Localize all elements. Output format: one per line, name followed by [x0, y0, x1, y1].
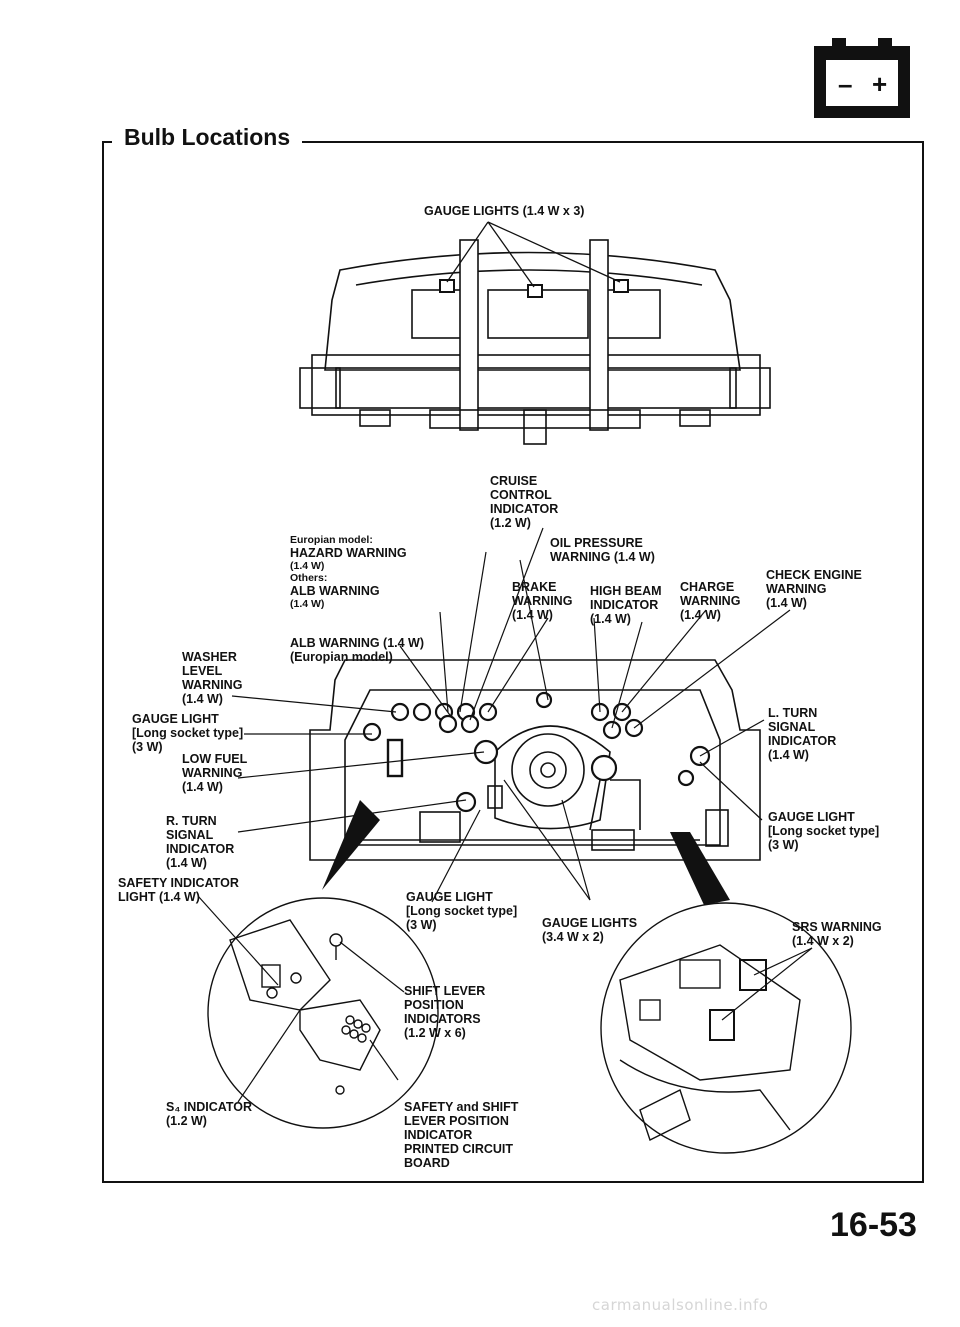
label-cruise-control: CRUISE CONTROL INDICATOR (1.2 W) [490, 474, 559, 530]
srs-indicator-inset [600, 902, 852, 1154]
label-oil-pressure: OIL PRESSURE WARNING (1.4 W) [550, 536, 655, 564]
label-alb-watt: (1.4 W) [290, 598, 325, 610]
zoom-wedges [322, 800, 730, 905]
label-gauge-lights-top: GAUGE LIGHTS (1.4 W x 3) [424, 204, 585, 218]
cluster-body [311, 354, 761, 416]
top-gauge-bulbs [439, 279, 629, 298]
cluster-board [309, 659, 761, 861]
battery-terminal-plus [878, 38, 892, 48]
label-low-fuel: LOW FUEL WARNING (1.4 W) [182, 752, 248, 794]
label-alb-europe: ALB WARNING (1.4 W) (Europian model) [290, 636, 425, 664]
label-safety-pcb: SAFETY and SHIFT LEVER POSITION INDICATO… [404, 1100, 519, 1170]
label-r-turn-signal: R. TURN SIGNAL INDICATOR (1.4 W) [166, 814, 235, 870]
diagram-frame [102, 141, 924, 1183]
label-safety-indicator-light: SAFETY INDICATOR LIGHT (1.4 W) [118, 876, 239, 904]
label-alb-warning: ALB WARNING [290, 584, 380, 598]
battery-icon: – + [814, 38, 910, 118]
label-hazard-warning: HAZARD WARNING [290, 546, 407, 560]
label-washer-level: WASHER LEVEL WARNING (1.4 W) [182, 650, 243, 706]
front-leader-lines [231, 527, 791, 903]
label-check-engine: CHECK ENGINE WARNING (1.4 W) [766, 568, 862, 610]
battery-minus-sign: – [838, 69, 853, 99]
battery-plus-sign: + [872, 69, 888, 99]
section-title: Bulb Locations [112, 124, 303, 151]
label-brake-warning: BRAKE WARNING (1.4 W) [512, 580, 573, 622]
shift-indicator-inset [197, 895, 439, 1129]
page-number: 16-53 [830, 1206, 917, 1244]
cluster-hood [324, 251, 741, 371]
top-leader-lines [446, 221, 621, 288]
label-europe-model: Europian model: [290, 534, 373, 546]
front-bulb-sockets [362, 691, 711, 813]
label-srs-warning: SRS WARNING (1.4 W x 2) [792, 920, 882, 948]
label-shift-lever-position: SHIFT LEVER POSITION INDICATORS (1.2 W x… [404, 984, 486, 1040]
label-gauge-light-right: GAUGE LIGHT [Long socket type] (3 W) [768, 810, 880, 852]
label-others: Others: [290, 572, 328, 584]
label-l-turn-signal: L. TURN SIGNAL INDICATOR (1.4 W) [768, 706, 837, 762]
label-charge-warning: CHARGE WARNING (1.4 W) [680, 580, 741, 622]
watermark: carmanualsonline.info [592, 1296, 769, 1314]
battery-face: – + [826, 60, 898, 106]
label-gauge-light-center: GAUGE LIGHT [Long socket type] (3 W) [406, 890, 518, 932]
label-high-beam: HIGH BEAM INDICATOR (1.4 W) [590, 584, 662, 626]
gauge-cluster-front-view [309, 659, 761, 861]
battery-terminal-minus [832, 38, 846, 48]
label-gauge-lights-center: GAUGE LIGHTS (3.4 W x 2) [542, 916, 638, 944]
label-s4-indicator: S₄ INDICATOR (1.2 W) [166, 1100, 253, 1128]
label-hazard-watt: (1.4 W) [290, 560, 325, 572]
label-gauge-light-left: GAUGE LIGHT [Long socket type] (3 W) [132, 712, 244, 754]
gauge-cluster-rear-view [299, 239, 771, 445]
